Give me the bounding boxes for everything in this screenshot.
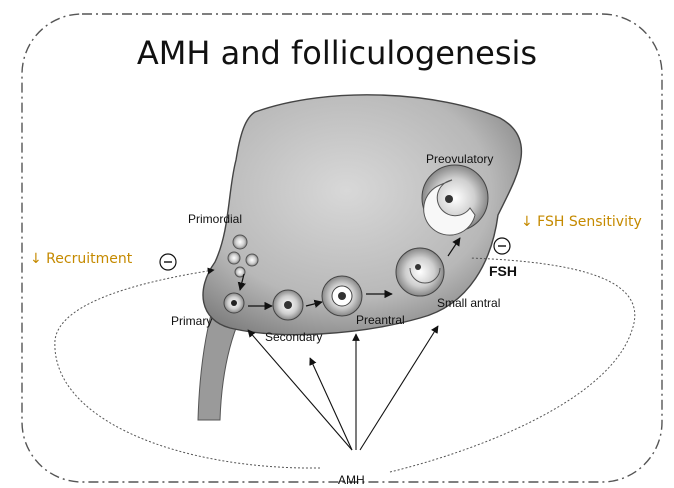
label-amh: AMH	[338, 473, 365, 487]
minus-circle-recruitment	[160, 254, 176, 270]
amh-arrows	[248, 326, 438, 450]
label-small-antral: Small antral	[437, 296, 500, 310]
label-preantral: Preantral	[356, 313, 405, 327]
minus-circle-fsh	[494, 238, 510, 254]
label-preovulatory: Preovulatory	[426, 152, 493, 166]
label-fsh: FSH	[489, 263, 517, 279]
label-primordial: Primordial	[188, 212, 242, 226]
annotation-fsh-sensitivity: ↓ FSH Sensitivity	[521, 214, 642, 230]
annotation-recruitment: ↓ Recruitment	[30, 251, 132, 267]
small-antral-follicle	[396, 248, 444, 296]
label-secondary: Secondary	[265, 330, 322, 344]
label-primary: Primary	[171, 314, 212, 328]
